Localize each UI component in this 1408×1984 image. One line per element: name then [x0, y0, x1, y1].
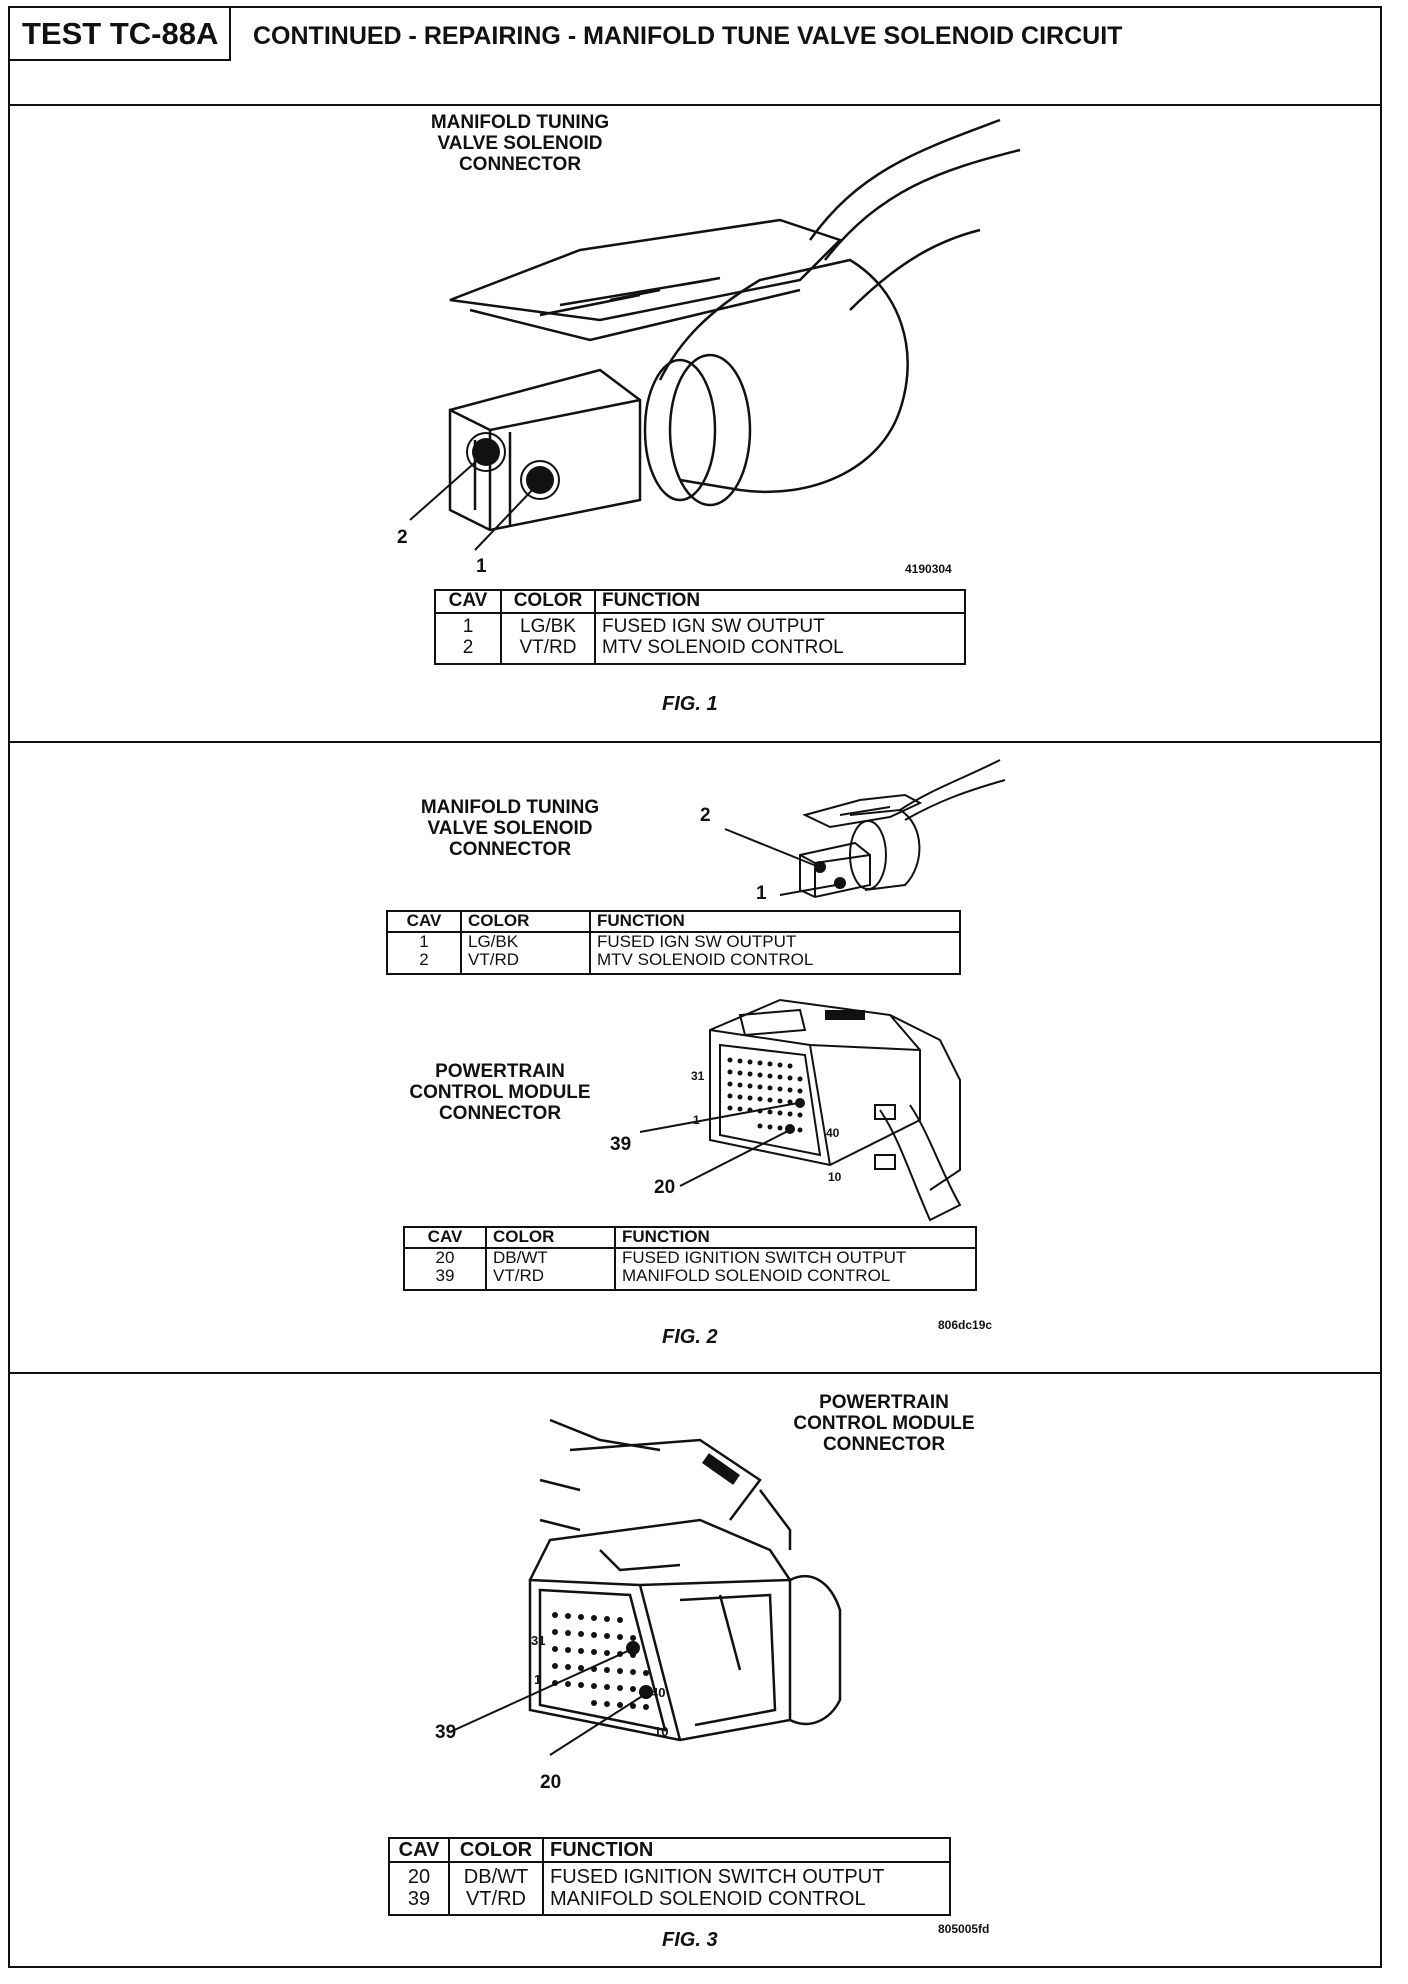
fig1-image-code: 4190304: [905, 562, 952, 576]
cell-cav: 39: [407, 1888, 431, 1910]
header-cav: CAV: [387, 911, 461, 933]
header-color: COLOR: [448, 1838, 543, 1863]
header-cav: CAV: [389, 1838, 449, 1863]
header-function: FUNCTION: [614, 1227, 976, 1249]
fig3-pin-label-20: 20: [540, 1772, 562, 1793]
section-divider-2: [8, 1372, 1382, 1374]
header-color: COLOR: [500, 590, 595, 614]
fig3-pin-label-39: 39: [435, 1722, 457, 1743]
header-color: COLOR: [460, 911, 590, 933]
table-row: 39 VT/RD MANIFOLD SOLENOID CONTROL: [389, 1888, 950, 1915]
fig2-mtv-connector-drawing: [724, 759, 1006, 899]
table-header-row: CAV COLOR FUNCTION: [387, 911, 960, 933]
fig2-mtv-connector-label: MANIFOLD TUNING VALVE SOLENOID CONNECTOR: [420, 797, 600, 860]
fig3-pcm-connector-label: POWERTRAIN CONTROL MODULE CONNECTOR: [793, 1392, 975, 1455]
cell-color: DB/WT: [448, 1862, 543, 1888]
cell-color: VT/RD: [485, 1267, 615, 1291]
fig3-caption: FIG. 3: [662, 1929, 718, 1951]
fig2-pcm-connector-label: POWERTRAIN CONTROL MODULE CONNECTOR: [409, 1061, 591, 1124]
cell-cav: 2: [419, 950, 429, 970]
header-cav: CAV: [404, 1227, 486, 1249]
cell-function: FUSED IGNITION SWITCH OUTPUT: [614, 1247, 976, 1268]
table-header-row: CAV COLOR FUNCTION: [404, 1227, 976, 1249]
fig3-image-code: 805005fd: [938, 1922, 990, 1936]
cell-function: FUSED IGN SW OUTPUT: [589, 931, 960, 952]
cell-function: MTV SOLENOID CONTROL: [589, 951, 960, 975]
fig2-pcm-pin-label-20: 20: [654, 1177, 676, 1198]
cell-function: MANIFOLD SOLENOID CONTROL: [614, 1267, 976, 1291]
fig2-pcm-pin-label-39: 39: [610, 1134, 632, 1155]
header-function: FUNCTION: [594, 590, 965, 614]
header-cav: CAV: [435, 590, 501, 614]
cell-function: FUSED IGNITION SWITCH OUTPUT: [542, 1862, 950, 1888]
fig3-face-label-40: 40: [651, 1685, 666, 1700]
fig2-image-code: 806dc19c: [938, 1318, 993, 1332]
fig2-pcm-wiring-table: CAV COLOR FUNCTION 20 DB/WT FUSED IGNITI…: [403, 1226, 977, 1292]
page-title: CONTINUED - REPAIRING - MANIFOLD TUNE VA…: [253, 22, 1123, 50]
fig1-wiring-table: CAV COLOR FUNCTION 1 LG/BK FUSED IGN SW …: [434, 589, 966, 665]
fig3-wiring-table: CAV COLOR FUNCTION 20 DB/WT FUSED IGNITI…: [388, 1837, 951, 1916]
cell-color: VT/RD: [460, 951, 590, 975]
fig1-caption: FIG. 1: [662, 693, 718, 715]
header-function: FUNCTION: [542, 1838, 950, 1863]
cell-cav: 20: [435, 1247, 455, 1267]
fig3-pcm-connector-drawing: [449, 1418, 842, 1756]
fig1-mtv-connector-drawing: [409, 118, 1021, 551]
test-id-box: TEST TC-88A: [8, 6, 231, 61]
header-function: FUNCTION: [589, 911, 960, 933]
table-row: 2 VT/RD MTV SOLENOID CONTROL: [435, 636, 965, 664]
cell-cav: 1: [462, 615, 474, 637]
fig1-connector-label: MANIFOLD TUNING VALVE SOLENOID CONNECTOR: [430, 112, 610, 175]
fig2-pcm-connector-drawing: [639, 998, 962, 1222]
cell-function: MANIFOLD SOLENOID CONTROL: [542, 1888, 950, 1915]
table-row: 2 VT/RD MTV SOLENOID CONTROL: [387, 950, 960, 975]
fig2-pcm-face-label-31: 31: [691, 1069, 705, 1083]
cell-color: LG/BK: [500, 612, 595, 638]
fig2-caption: FIG. 2: [662, 1326, 718, 1348]
fig2-pcm-face-label-10: 10: [828, 1170, 842, 1184]
table-header-row: CAV COLOR FUNCTION: [435, 590, 965, 614]
cell-color: DB/WT: [485, 1247, 615, 1268]
cell-color: VT/RD: [500, 637, 595, 664]
fig1-pin-label-1: 1: [476, 556, 487, 577]
cell-cav: 20: [407, 1866, 431, 1888]
cell-cav: 2: [462, 636, 474, 658]
header-color: COLOR: [485, 1227, 615, 1249]
table-row: 20 DB/WT FUSED IGNITION SWITCH OUTPUT: [389, 1862, 950, 1888]
section-divider-1: [8, 741, 1382, 743]
fig2-mtv-wiring-table: CAV COLOR FUNCTION 1 LG/BK FUSED IGN SW …: [386, 910, 961, 976]
cell-color: LG/BK: [460, 931, 590, 952]
fig2-mtv-pin-label-1: 1: [756, 883, 767, 904]
cell-function: MTV SOLENOID CONTROL: [594, 637, 965, 664]
cell-color: VT/RD: [448, 1888, 543, 1915]
table-row: 1 LG/BK FUSED IGN SW OUTPUT: [387, 931, 960, 952]
table-header-row: CAV COLOR FUNCTION: [389, 1838, 950, 1863]
fig2-pcm-face-label-1: 1: [693, 1113, 700, 1127]
cell-cav: 1: [419, 931, 429, 951]
table-row: 20 DB/WT FUSED IGNITION SWITCH OUTPUT: [404, 1247, 976, 1268]
fig3-face-label-10: 10: [654, 1724, 669, 1739]
cell-function: FUSED IGN SW OUTPUT: [594, 612, 965, 638]
table-row: 39 VT/RD MANIFOLD SOLENOID CONTROL: [404, 1266, 976, 1291]
fig2-mtv-pin-label-2: 2: [700, 805, 711, 826]
fig3-face-label-1: 1: [534, 1672, 542, 1687]
fig3-face-label-31: 31: [531, 1633, 546, 1648]
fig1-pin-label-2: 2: [397, 527, 408, 548]
table-row: 1 LG/BK FUSED IGN SW OUTPUT: [435, 612, 965, 638]
fig2-pcm-face-label-40: 40: [826, 1126, 840, 1140]
cell-cav: 39: [435, 1266, 455, 1286]
